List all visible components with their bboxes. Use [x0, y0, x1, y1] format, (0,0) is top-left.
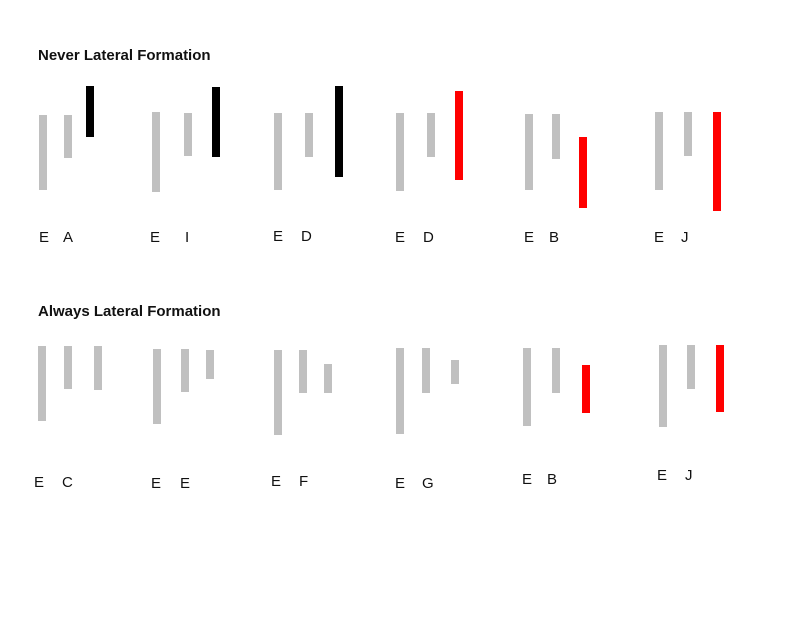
label-e: E	[524, 229, 535, 246]
label-e: E	[151, 475, 162, 492]
label-f: F	[299, 473, 309, 490]
label-c: C	[62, 474, 73, 491]
bar-gray	[64, 346, 72, 389]
bar-gray	[206, 350, 214, 379]
bar-gray	[427, 113, 435, 157]
label-e: E	[34, 474, 45, 491]
bar-gray	[451, 360, 459, 384]
bar-gray	[523, 348, 531, 426]
label-e: E	[657, 467, 668, 484]
bar-gray	[422, 348, 430, 393]
bar-gray	[64, 115, 72, 158]
bar-gray	[305, 113, 313, 157]
label-j: J	[681, 229, 689, 246]
section-title-always-lateral: Always Lateral Formation	[38, 303, 221, 320]
label-e: E	[271, 473, 282, 490]
label-b: B	[549, 229, 560, 246]
label-e: E	[395, 229, 406, 246]
bar-red	[716, 345, 724, 412]
bar-red	[582, 365, 590, 413]
label-e: E	[150, 229, 161, 246]
bar-gray	[659, 345, 667, 427]
bar-gray	[525, 114, 533, 190]
bar-gray	[324, 364, 332, 393]
bar-red	[713, 112, 721, 211]
label-a: A	[63, 229, 74, 246]
label-e: E	[273, 228, 284, 245]
bar-gray	[396, 348, 404, 434]
bar-gray	[152, 112, 160, 192]
bar-black	[212, 87, 220, 157]
bar-gray	[38, 346, 46, 421]
bar-red	[455, 91, 463, 180]
section-title-never-lateral: Never Lateral Formation	[38, 47, 211, 64]
bar-gray	[684, 112, 692, 156]
label-g: G	[422, 475, 434, 492]
bar-gray	[655, 112, 663, 190]
bar-gray	[274, 113, 282, 190]
bar-gray	[299, 350, 307, 393]
bar-black	[335, 86, 343, 177]
bar-gray	[552, 114, 560, 159]
bar-red	[579, 137, 587, 208]
bar-gray	[274, 350, 282, 435]
label-j: J	[685, 467, 693, 484]
bar-gray	[552, 348, 560, 393]
label-e: E	[654, 229, 665, 246]
bar-gray	[153, 349, 161, 424]
bar-black	[86, 86, 94, 137]
bar-gray	[94, 346, 102, 390]
label-d: D	[301, 228, 312, 245]
bar-gray	[181, 349, 189, 392]
label-b: B	[547, 471, 558, 488]
label-e: E	[395, 475, 406, 492]
label-d: D	[423, 229, 434, 246]
label-i: I	[185, 229, 190, 246]
bar-gray	[184, 113, 192, 156]
bar-gray	[396, 113, 404, 191]
bar-gray	[39, 115, 47, 190]
label-e: E	[522, 471, 533, 488]
bar-gray	[687, 345, 695, 389]
label-e: E	[39, 229, 50, 246]
label-e: E	[180, 475, 191, 492]
